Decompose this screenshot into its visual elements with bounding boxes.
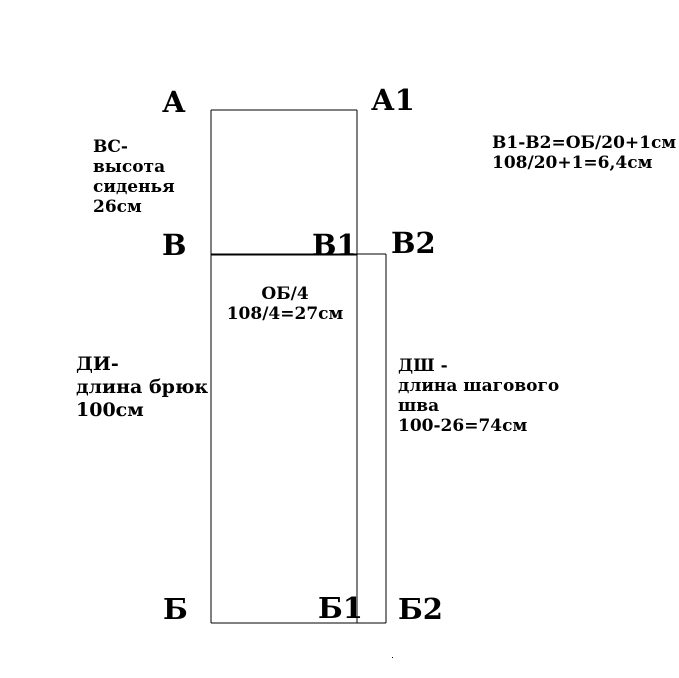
point-a1-label: А1 (371, 83, 415, 117)
point-v1-label: В1 (312, 228, 357, 262)
trouser-length-line: длина брюк (76, 376, 209, 398)
seat-height-note: ВС- высота сиденья 26см (93, 137, 175, 217)
ob4-note: ОБ/4 108/4=27см (225, 284, 345, 324)
stray-dot (392, 657, 393, 658)
inseam-length-note: ДШ - длина шагового шва 100-26=74см (398, 356, 559, 436)
formula-line: 108/20+1=6,4см (492, 153, 653, 173)
formula-line: В1-В2=ОБ/20+1см (492, 133, 677, 153)
seat-height-line: высота (93, 157, 166, 177)
point-a-label: А (162, 85, 186, 119)
inseam-length-line: шва (398, 396, 440, 416)
point-v2-label: В2 (391, 226, 436, 260)
trouser-length-line: ДИ- (76, 353, 119, 375)
point-b-label: Б (163, 592, 188, 626)
trouser-length-line: 100см (76, 399, 144, 421)
point-v-label: В (162, 228, 187, 262)
formula-v1-v2-note: В1-В2=ОБ/20+1см 108/20+1=6,4см (492, 133, 676, 173)
ob4-line: ОБ/4 (261, 284, 309, 304)
seat-height-line: сиденья (93, 177, 175, 197)
point-b1-label: Б1 (318, 591, 363, 625)
point-b2-label: Б2 (398, 592, 443, 626)
trouser-length-note: ДИ- длина брюк 100см (76, 353, 208, 422)
inseam-length-line: ДШ - (398, 356, 448, 376)
ob4-line: 108/4=27см (226, 304, 344, 324)
inseam-length-line: длина шагового (398, 376, 560, 396)
inseam-length-line: 100-26=74см (398, 416, 528, 436)
seat-height-line: 26см (93, 197, 142, 217)
seat-height-line: ВС- (93, 137, 128, 157)
